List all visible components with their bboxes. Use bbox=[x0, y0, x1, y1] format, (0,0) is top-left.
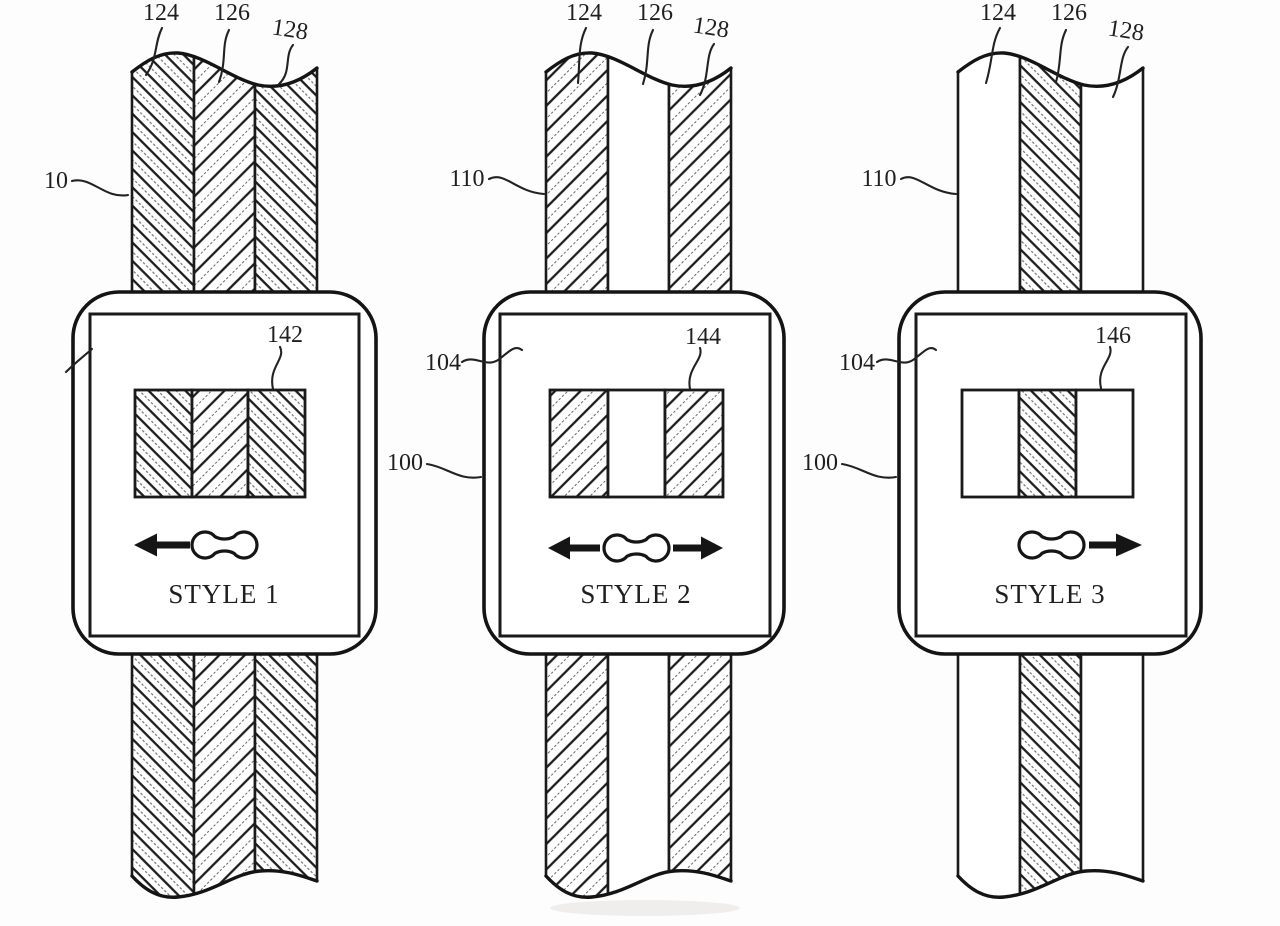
ref-label-110: 110 bbox=[861, 166, 896, 192]
ref-label-144: 144 bbox=[685, 324, 721, 350]
band-bottom-strap bbox=[544, 648, 733, 899]
slide-direction-indicator-both bbox=[548, 533, 723, 563]
band-layer-126 bbox=[606, 52, 671, 298]
band-top-strap bbox=[544, 51, 733, 298]
swatch-stripe-3 bbox=[663, 388, 725, 499]
band-layer-124 bbox=[130, 52, 196, 298]
swatch-stripe-1 bbox=[548, 388, 610, 499]
leader-line-100 bbox=[425, 462, 483, 479]
watch-style-2: 124 126 128 110 104 100 144 STYLE 2 bbox=[387, 0, 786, 899]
arrow-head-right bbox=[1116, 533, 1142, 557]
swatch-stripe-2 bbox=[606, 388, 667, 499]
ref-label-126: 126 bbox=[1051, 0, 1087, 26]
band-bottom-wavy-edge bbox=[130, 868, 319, 899]
band-layer-126 bbox=[606, 648, 671, 898]
swatch-stripe-1 bbox=[960, 388, 1021, 499]
band-layer-124 bbox=[544, 52, 610, 298]
swatch-stripe-1 bbox=[133, 388, 194, 499]
band-bottom-strap bbox=[956, 648, 1145, 899]
watch-style-3: 124 126 128 110 104 100 146 STYLE 3 bbox=[802, 0, 1203, 899]
leader-line-housing-stub bbox=[64, 347, 94, 374]
band-layer-128 bbox=[1079, 52, 1145, 298]
band-style-swatch bbox=[133, 388, 307, 499]
slide-direction-indicator-left bbox=[134, 530, 259, 560]
leader-line-110 bbox=[487, 176, 546, 196]
leader-line-124 bbox=[984, 26, 1002, 85]
leader-line-100 bbox=[840, 462, 898, 479]
band-layer-124 bbox=[956, 648, 1022, 898]
leader-line-126 bbox=[1054, 28, 1068, 84]
ref-label-104: 104 bbox=[839, 350, 875, 376]
arrow-head-left bbox=[548, 536, 570, 560]
leader-line-124 bbox=[144, 26, 164, 77]
band-link-bone-icon bbox=[602, 533, 671, 563]
swatch-stripe-2 bbox=[1017, 388, 1078, 499]
leader-line-146 bbox=[1099, 345, 1112, 390]
ref-label-126: 126 bbox=[214, 0, 250, 26]
band-layer-126 bbox=[1018, 648, 1083, 898]
ref-label-124: 124 bbox=[566, 0, 602, 26]
ref-label-142: 142 bbox=[267, 322, 303, 348]
band-layer-124 bbox=[130, 648, 196, 898]
style-2-caption: STYLE 2 bbox=[580, 579, 691, 609]
ref-label-100: 100 bbox=[387, 450, 423, 476]
ref-label-124: 124 bbox=[143, 0, 179, 26]
band-layer-128 bbox=[253, 52, 319, 298]
ref-label-100: 100 bbox=[802, 450, 838, 476]
slide-direction-indicator-right bbox=[1017, 530, 1142, 560]
band-bottom-wavy-edge bbox=[544, 868, 733, 899]
band-layer-128 bbox=[253, 648, 319, 898]
band-layer-124 bbox=[544, 648, 610, 898]
scan-smudge-artifact bbox=[550, 900, 740, 916]
leader-line-104 bbox=[875, 347, 938, 364]
band-layer-128 bbox=[667, 648, 733, 898]
band-layer-128 bbox=[1079, 648, 1145, 898]
swatch-stripe-3 bbox=[246, 388, 307, 499]
band-link-bone-icon bbox=[190, 530, 259, 560]
ref-label-104: 104 bbox=[425, 350, 461, 376]
swatch-stripe-2 bbox=[190, 388, 250, 499]
leader-line-110 bbox=[899, 176, 958, 196]
band-bottom-strap bbox=[130, 648, 319, 899]
band-layer-128 bbox=[667, 52, 733, 298]
leader-line-128 bbox=[698, 42, 716, 97]
ref-label-126: 126 bbox=[637, 0, 673, 26]
leader-line-126 bbox=[217, 28, 231, 84]
band-top-strap bbox=[130, 51, 319, 298]
ref-label-124: 124 bbox=[980, 0, 1016, 26]
arrow-head-left bbox=[134, 533, 157, 557]
band-layer-126 bbox=[1018, 52, 1083, 298]
ref-label-128: 128 bbox=[691, 12, 731, 43]
band-style-swatch bbox=[548, 388, 725, 499]
band-layer-124 bbox=[956, 52, 1022, 298]
leader-line-128 bbox=[1111, 45, 1130, 99]
band-layer-126 bbox=[192, 52, 257, 298]
ref-label-10: 10 bbox=[44, 168, 68, 194]
leader-line-124 bbox=[576, 26, 588, 85]
arrow-head-right bbox=[701, 536, 723, 560]
leader-line-142 bbox=[271, 345, 283, 391]
leader-line-126 bbox=[641, 28, 655, 86]
watch-style-1: 124 126 128 10 142 STYLE 1 bbox=[44, 0, 378, 899]
style-3-caption: STYLE 3 bbox=[994, 579, 1105, 609]
ref-label-128: 128 bbox=[1106, 15, 1146, 46]
band-top-strap bbox=[956, 51, 1145, 298]
leader-line-128 bbox=[277, 43, 295, 86]
band-link-bone-icon bbox=[1017, 530, 1086, 560]
leader-line-10 bbox=[70, 179, 130, 197]
style-1-caption: STYLE 1 bbox=[168, 579, 279, 609]
leader-line-144 bbox=[688, 346, 702, 391]
band-bottom-wavy-edge bbox=[956, 868, 1145, 899]
band-layer-126 bbox=[192, 648, 257, 898]
ref-label-146: 146 bbox=[1095, 323, 1131, 349]
leader-line-104 bbox=[460, 347, 524, 364]
ref-label-128: 128 bbox=[270, 14, 310, 45]
ref-label-110: 110 bbox=[449, 166, 484, 192]
swatch-stripe-3 bbox=[1074, 388, 1135, 499]
band-style-swatch bbox=[960, 388, 1135, 499]
